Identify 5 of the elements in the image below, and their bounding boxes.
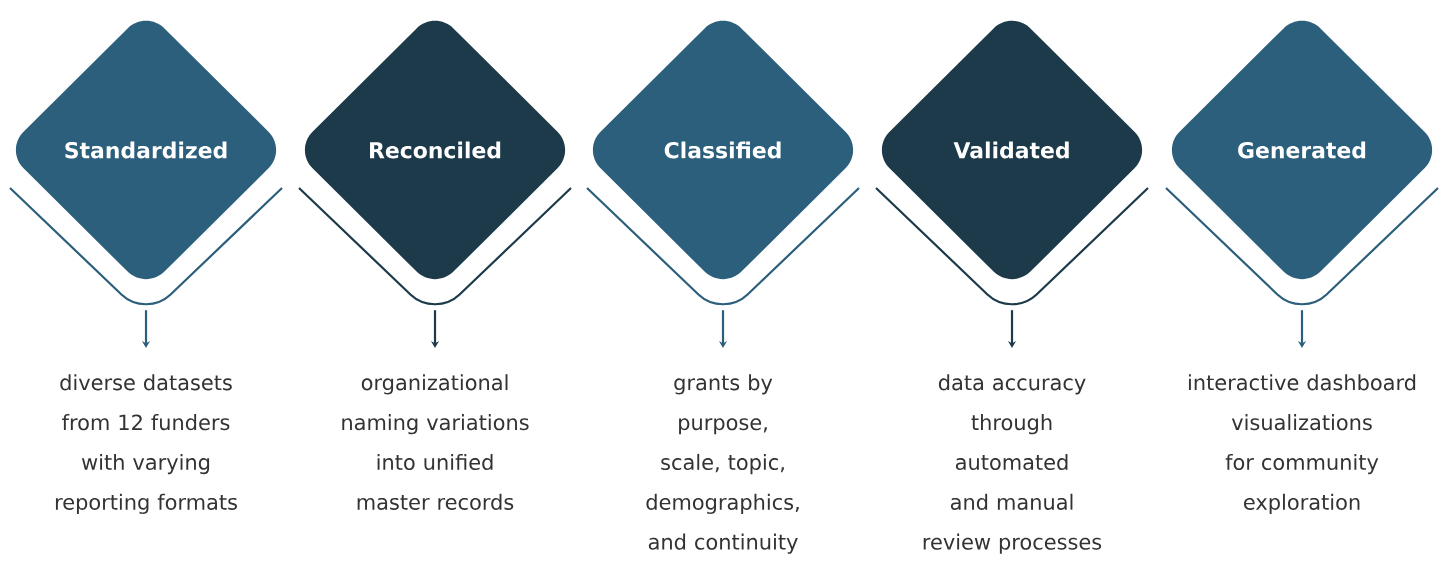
description-text: data accuracy through automated and manual review processes: [923, 374, 1102, 554]
description-text: grants by purpose, scale, topic, demographics, and continuity: [646, 374, 799, 554]
description-text: interactive dashboard visualizations for community exploration: [1189, 374, 1416, 514]
description-text: organizational naming variations into unified master records: [342, 374, 529, 510]
description-text: diverse datasets from 12 funders with varying reporting formats: [55, 374, 237, 514]
